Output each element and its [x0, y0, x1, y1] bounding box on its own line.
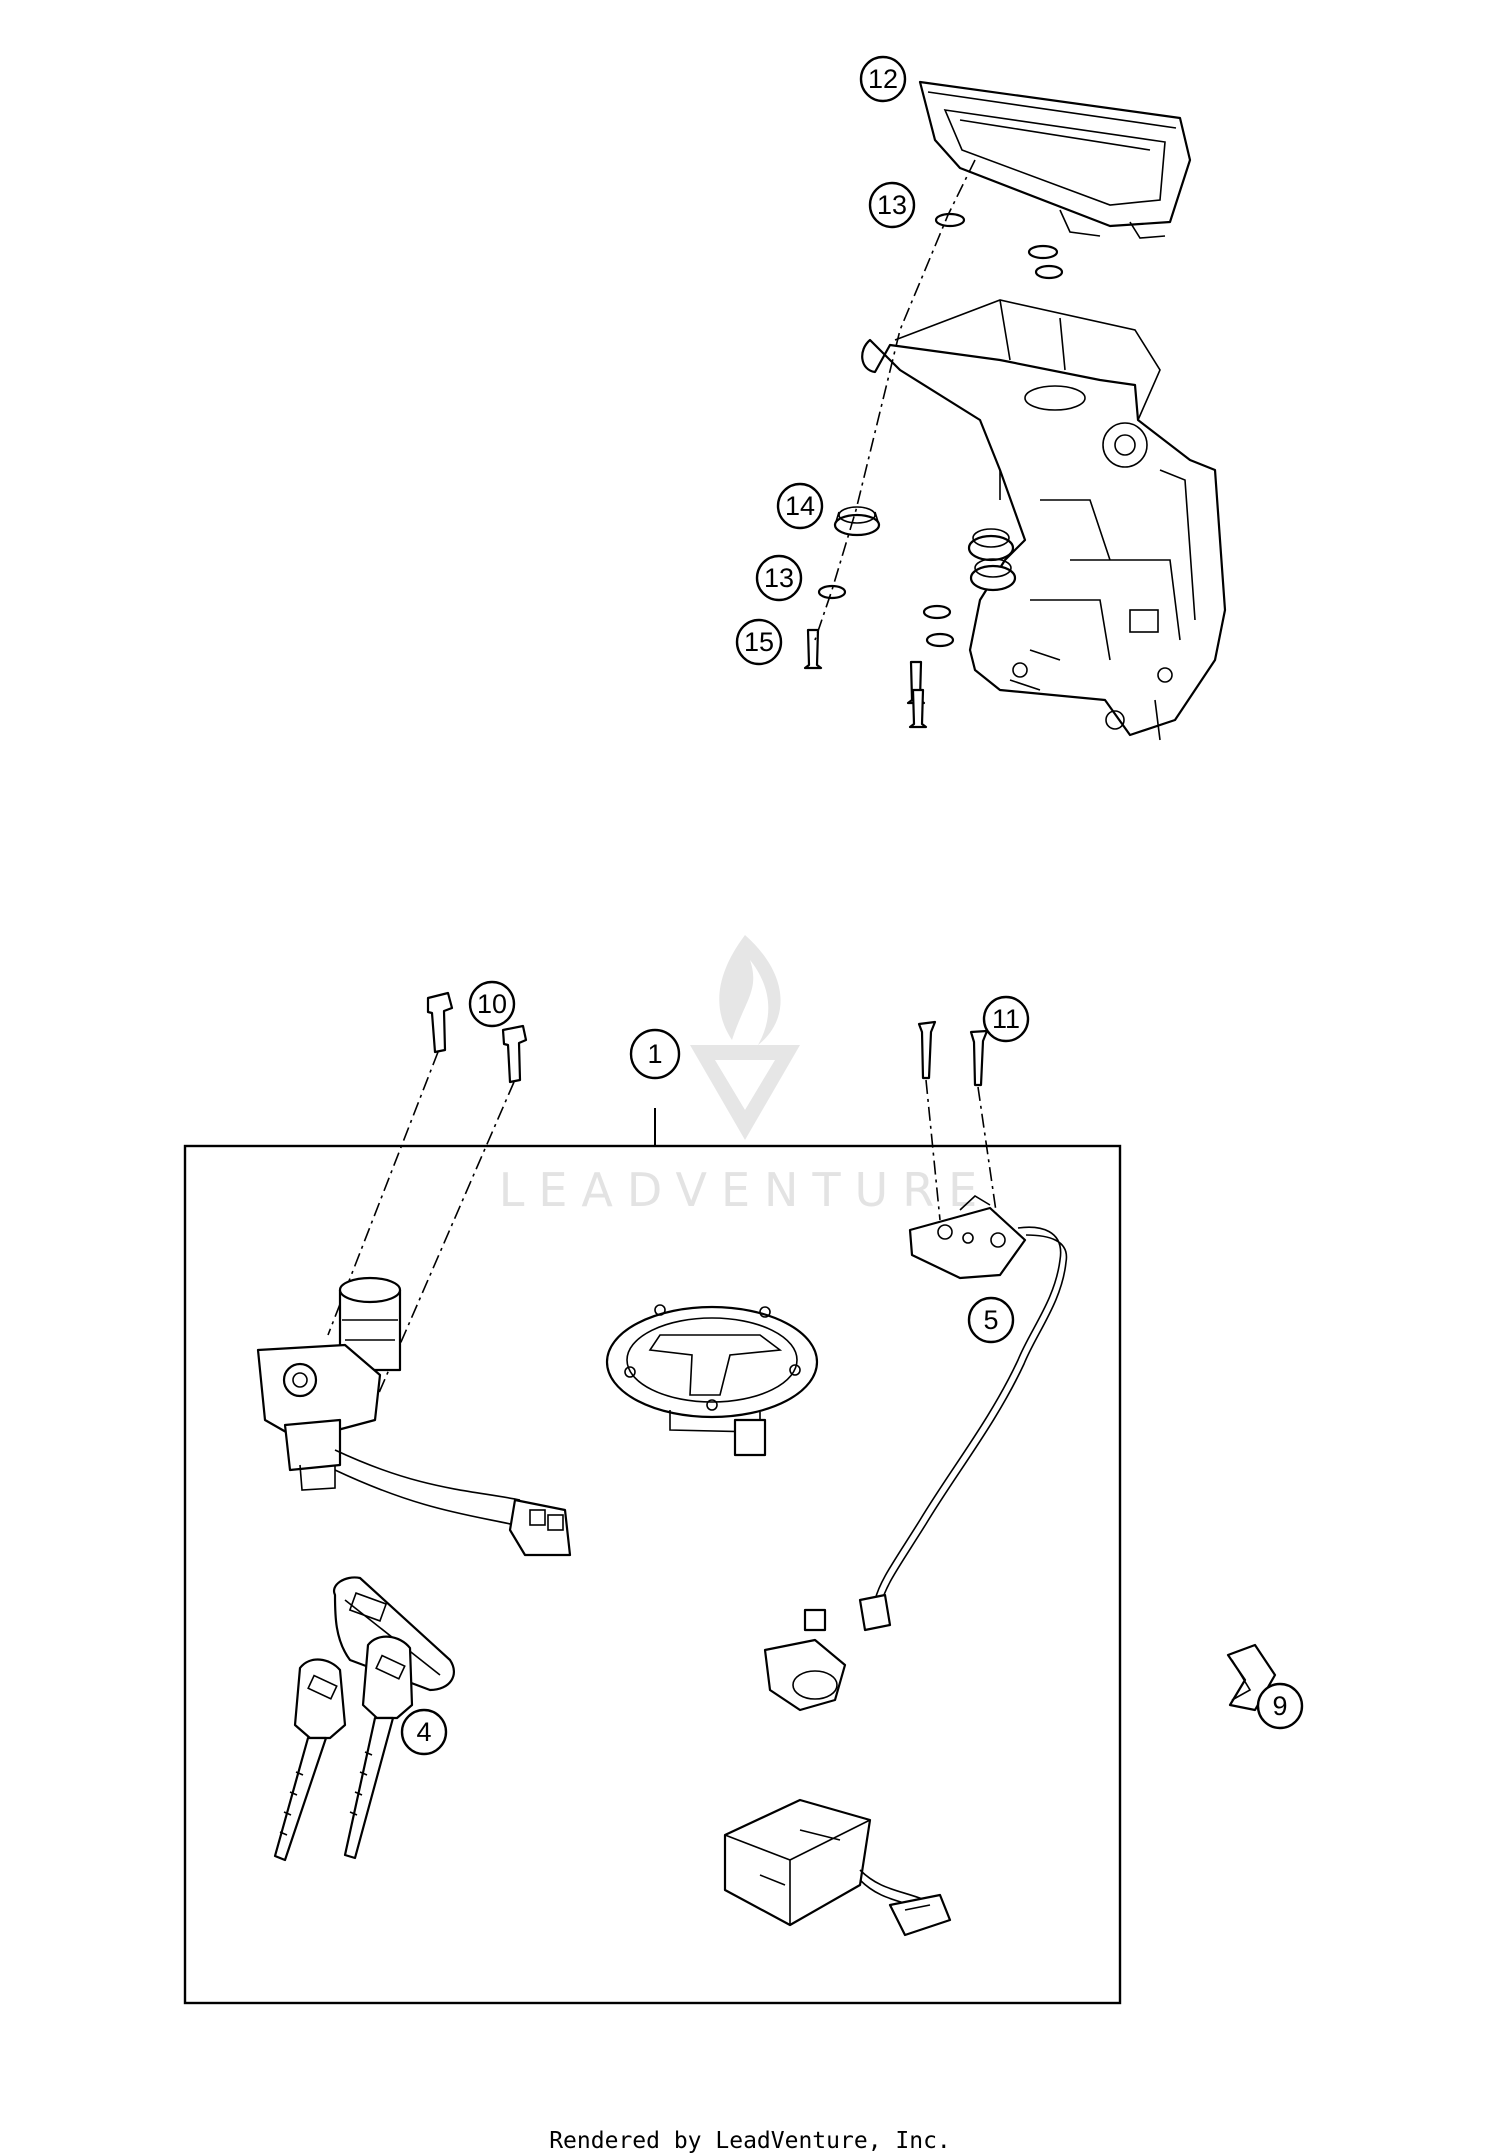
rubber-grommet-14 — [833, 506, 881, 537]
instrument-cluster-assembly — [803, 80, 1227, 741]
callout-13-lower-label: 13 — [764, 563, 794, 593]
screw-10-b — [501, 1024, 528, 1084]
dashboard-display — [918, 80, 1192, 239]
callout-13-top-label: 13 — [877, 190, 907, 220]
cable-connector — [763, 1608, 847, 1712]
callout-15[interactable]: 15 — [735, 618, 783, 666]
assembly-line-11-b — [977, 1086, 999, 1226]
screw-11-b — [969, 1029, 989, 1087]
leadventure-watermark: LEADVENTURE — [499, 935, 992, 1217]
callout-9-label: 9 — [1272, 1691, 1287, 1721]
callout-1-label: 1 — [647, 1039, 662, 1069]
callout-13-top[interactable]: 13 — [868, 181, 916, 229]
callout-1[interactable]: 1 — [629, 1028, 681, 1080]
washer-right-lower — [922, 604, 952, 620]
callout-10[interactable]: 10 — [468, 980, 516, 1028]
callout-10-label: 10 — [477, 989, 507, 1019]
assembly-line-10-b — [377, 1081, 515, 1396]
callout-14-label: 14 — [785, 491, 815, 521]
render-credit: Rendered by LeadVenture, Inc. — [549, 2128, 951, 2154]
dashboard-bracket — [861, 299, 1227, 741]
callout-14[interactable]: 14 — [776, 482, 824, 530]
callout-4-label: 4 — [416, 1717, 431, 1747]
kit-boundary-box — [183, 1144, 1122, 2005]
screw-10-a — [426, 991, 454, 1054]
immobilizer-control-unit — [723, 1798, 952, 1937]
washer-right-lower-2 — [925, 632, 955, 648]
key-fob — [332, 1576, 455, 1692]
callout-13-lower[interactable]: 13 — [755, 554, 803, 602]
screw-15 — [803, 628, 823, 670]
ignition-lock-set — [183, 991, 1122, 2005]
assembly-line-top — [814, 159, 976, 641]
assembly-line-11-a — [925, 1079, 941, 1221]
steering-lock-sensor — [858, 1195, 1068, 1632]
washer-13-top — [934, 212, 966, 228]
callout-4[interactable]: 4 — [400, 1708, 448, 1756]
callout-12[interactable]: 12 — [859, 55, 907, 103]
ignition-keys — [273, 1635, 414, 1862]
watermark-text: LEADVENTURE — [499, 1163, 992, 1217]
callout-15-label: 15 — [744, 627, 774, 657]
watermark-v-icon — [690, 1045, 800, 1140]
screw-11-a — [917, 1020, 937, 1080]
screw-right-2 — [908, 688, 928, 729]
fuel-tank-cap — [605, 1304, 819, 1457]
callout-5-label: 5 — [983, 1305, 998, 1335]
callout-9[interactable]: 9 — [1256, 1682, 1304, 1730]
callout-12-label: 12 — [868, 64, 898, 94]
callout-5[interactable]: 5 — [967, 1296, 1015, 1344]
washer-right-top-2 — [1034, 264, 1064, 280]
washer-right-top — [1027, 244, 1059, 260]
rubber-grommets-right — [967, 528, 1017, 592]
washer-13-lower — [817, 584, 847, 600]
watermark-flame-icon — [719, 935, 781, 1045]
callout-11-label: 11 — [992, 1004, 1020, 1034]
ignition-switch — [256, 1276, 572, 1557]
callout-11[interactable]: 11 — [982, 995, 1030, 1043]
